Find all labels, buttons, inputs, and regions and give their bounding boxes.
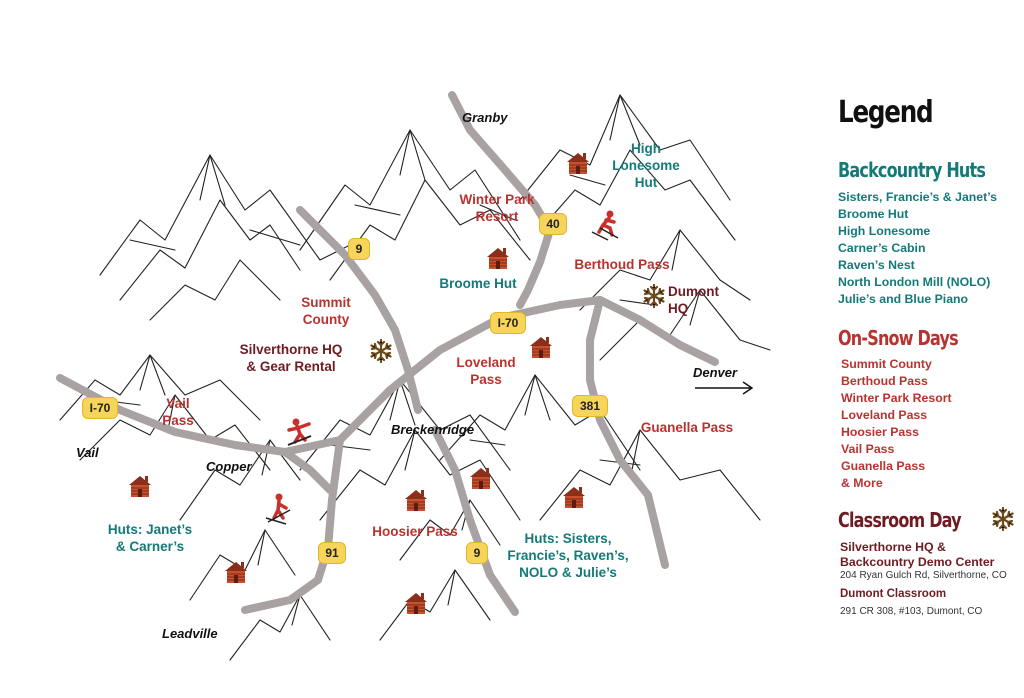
legend-silverthorne-line1: Silverthorne HQ & — [840, 540, 946, 554]
town-vail: Vail — [76, 445, 99, 460]
snowflake-icon — [992, 506, 1014, 532]
legend-hut-item: Sisters, Francie’s & Janet’s — [838, 190, 998, 204]
map-legend: Legend Backcountry Huts Sisters, Francie… — [838, 95, 1024, 617]
legend-on-snow-item: Hoosier Pass — [841, 425, 919, 439]
snowflake-icon — [370, 338, 392, 364]
legend-hut-item: Broome Hut — [838, 207, 909, 221]
cabin-icon — [405, 593, 427, 614]
label-huts-sisters: Huts: Sisters,Francie’s, Raven’s,NOLO & … — [507, 531, 629, 580]
label-hoosier-pass: Hoosier Pass — [372, 524, 458, 539]
label-broome-hut: Broome Hut — [439, 276, 517, 291]
legend-hut-item: Julie’s and Blue Piano — [838, 292, 969, 306]
snowflake-icon — [643, 283, 665, 309]
cabin-icon — [567, 153, 589, 174]
legend-on-snow-item: Guanella Pass — [841, 459, 926, 473]
town-granby: Granby — [462, 110, 508, 125]
legend-on-snow-item: Berthoud Pass — [841, 374, 928, 388]
mountain-terrain — [56, 91, 771, 661]
legend-on-snow-item: Loveland Pass — [841, 408, 928, 422]
label-huts-janet-carner: Huts: Janet’s& Carner’s — [107, 522, 193, 554]
label-silverthorne-hq: Silverthorne HQ& Gear Rental — [239, 342, 343, 374]
legend-on-snow-section: On-Snow Days Summit County Berthoud Pass… — [838, 326, 1024, 492]
legend-silverthorne-line2: Backcountry Demo Center — [840, 555, 995, 569]
legend-classroom-section: Classroom Day Silverthorne HQ & Backcoun… — [838, 506, 1024, 617]
legend-title: Legend — [838, 95, 934, 130]
denver-arrow — [695, 381, 754, 395]
snowboarder-icon — [287, 418, 312, 446]
shield-hwy91: 91 — [318, 542, 346, 564]
legend-hut-item: Raven’s Nest — [838, 258, 915, 272]
town-breckenridge: Breckenridge — [391, 422, 475, 437]
label-guanella-pass: Guanella Pass — [640, 420, 734, 435]
legend-on-snow-item: Winter Park Resort — [841, 391, 952, 405]
legend-dumont-address: 291 CR 308, #103, Dumont, CO — [840, 606, 983, 617]
trip-map: Granby Breckenridge Vail Copper Leadvill… — [56, 91, 771, 661]
legend-on-snow-item: & More — [841, 476, 883, 490]
legend-hut-item: High Lonesome — [838, 224, 931, 238]
legend-dumont-classroom: Dumont Classroom — [840, 588, 947, 600]
cabin-icon — [470, 468, 492, 489]
cabin-icon — [405, 490, 427, 511]
skier-icon — [591, 210, 619, 241]
legend-huts-heading: Backcountry Huts — [838, 158, 986, 182]
legend-on-snow-item: Vail Pass — [841, 442, 895, 456]
shield-hwy9-north: 9 — [348, 238, 370, 260]
cabin-icon — [225, 562, 247, 583]
cabin-icon — [530, 337, 552, 358]
shield-hwy40: 40 — [539, 213, 567, 235]
hiker-icon — [265, 493, 291, 525]
town-leadville: Leadville — [162, 626, 218, 641]
shield-hwy9-south: 9 — [466, 542, 488, 564]
legend-classroom-heading: Classroom Day — [838, 508, 962, 532]
shield-i70-west: I-70 — [82, 397, 118, 419]
cabin-icon — [129, 476, 151, 497]
shield-i70-center: I-70 — [490, 312, 526, 334]
legend-silverthorne-address: 204 Ryan Gulch Rd, Silverthorne, CO — [840, 570, 1007, 581]
legend-huts-section: Backcountry Huts Sisters, Francie’s & Ja… — [838, 158, 1024, 308]
label-berthoud-pass: Berthoud Pass — [574, 257, 670, 272]
legend-on-snow-item: Summit County — [841, 357, 932, 371]
shield-hwy381: 381 — [572, 395, 608, 417]
legend-on-snow-heading: On-Snow Days — [838, 326, 959, 350]
town-copper: Copper — [206, 459, 252, 474]
town-denver: Denver — [693, 365, 738, 380]
cabin-icon — [563, 487, 585, 508]
legend-hut-item: North London Mill (NOLO) — [838, 275, 991, 289]
cabin-icon — [487, 248, 509, 269]
legend-hut-item: Carner’s Cabin — [838, 241, 926, 255]
